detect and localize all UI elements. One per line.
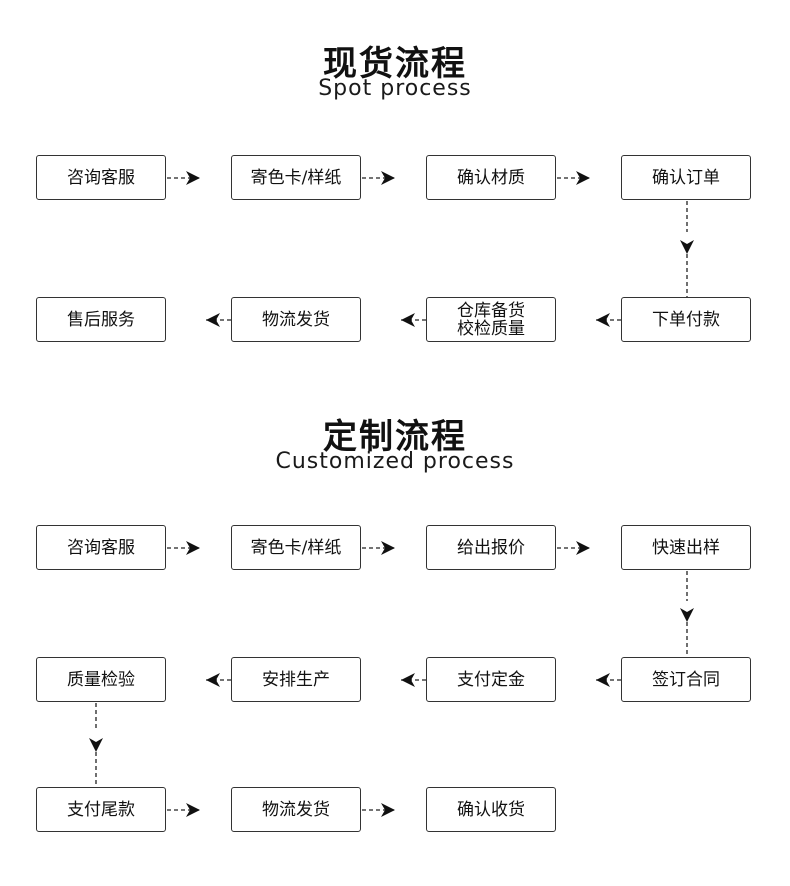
arrowhead-left xyxy=(596,313,610,327)
arrowhead-left xyxy=(401,673,415,687)
custom-step-quote: 给出报价 xyxy=(426,525,556,570)
step-label-line2: 校检质量 xyxy=(457,318,525,339)
arrowhead-down xyxy=(89,738,103,752)
step-label: 确认订单 xyxy=(652,167,720,188)
step-label: 快速出样 xyxy=(652,537,720,558)
spot-process-title: 现货流程 xyxy=(323,44,467,84)
spot-step-warehouse-qc: 仓库备货 校检质量 xyxy=(426,297,556,342)
spot-step-confirm-order: 确认订单 xyxy=(621,155,751,200)
step-label: 确认收货 xyxy=(457,799,525,820)
step-label: 支付尾款 xyxy=(67,799,135,820)
spot-step-confirm-material: 确认材质 xyxy=(426,155,556,200)
step-label: 质量检验 xyxy=(67,669,135,690)
spot-step-send-sample: 寄色卡/样纸 xyxy=(231,155,361,200)
step-label: 安排生产 xyxy=(262,669,330,690)
custom-step-shipping: 物流发货 xyxy=(231,787,361,832)
arrowhead-left xyxy=(206,313,220,327)
custom-process-title: 定制流程 xyxy=(323,417,467,457)
step-label: 咨询客服 xyxy=(67,537,135,558)
arrowhead-left xyxy=(596,673,610,687)
step-label: 签订合同 xyxy=(652,669,720,690)
custom-process-subtitle: Customized process xyxy=(275,449,515,474)
step-label: 寄色卡/样纸 xyxy=(250,537,342,558)
step-label: 确认材质 xyxy=(457,167,525,188)
arrowhead-down xyxy=(680,608,694,622)
custom-step-final-payment: 支付尾款 xyxy=(36,787,166,832)
custom-step-send-sample: 寄色卡/样纸 xyxy=(231,525,361,570)
spot-step-consult: 咨询客服 xyxy=(36,155,166,200)
step-label: 仓库备货 xyxy=(457,300,525,321)
custom-step-production: 安排生产 xyxy=(231,657,361,702)
step-label: 咨询客服 xyxy=(67,167,135,188)
custom-step-consult: 咨询客服 xyxy=(36,525,166,570)
arrowhead-left xyxy=(206,673,220,687)
spot-step-pay: 下单付款 xyxy=(621,297,751,342)
custom-step-inspection: 质量检验 xyxy=(36,657,166,702)
step-label: 寄色卡/样纸 xyxy=(250,167,342,188)
step-label: 支付定金 xyxy=(457,669,525,690)
step-label: 物流发货 xyxy=(262,799,330,820)
step-label: 下单付款 xyxy=(652,309,720,330)
step-label: 给出报价 xyxy=(457,537,525,558)
spot-step-after-sales: 售后服务 xyxy=(36,297,166,342)
step-label: 售后服务 xyxy=(67,309,135,330)
spot-process-subtitle: Spot process xyxy=(318,76,472,101)
arrowhead-left xyxy=(401,313,415,327)
arrowhead-down xyxy=(680,240,694,254)
spot-step-shipping: 物流发货 xyxy=(231,297,361,342)
custom-step-deposit: 支付定金 xyxy=(426,657,556,702)
custom-step-receipt: 确认收货 xyxy=(426,787,556,832)
custom-step-sample: 快速出样 xyxy=(621,525,751,570)
custom-step-contract: 签订合同 xyxy=(621,657,751,702)
step-label: 物流发货 xyxy=(262,309,330,330)
